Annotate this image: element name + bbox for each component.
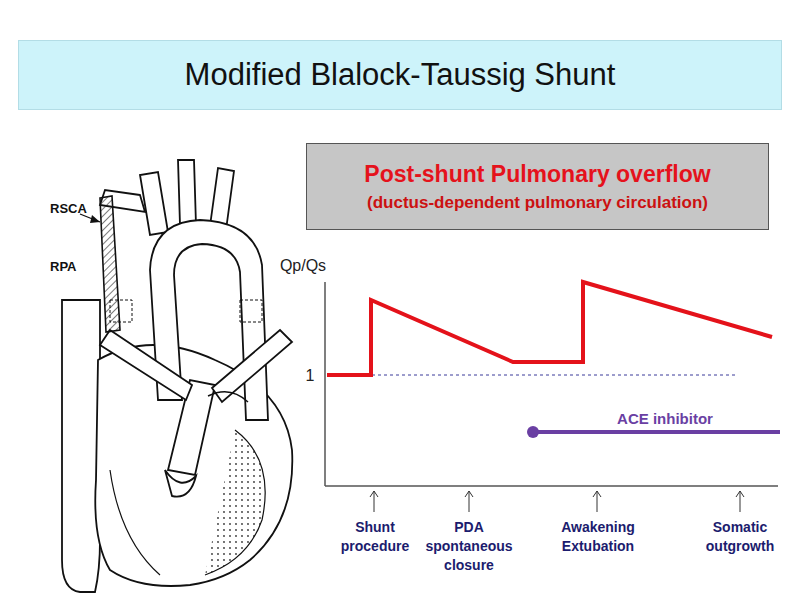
y-axis: [324, 282, 326, 486]
box-subheading: (ductus-dependent pulmonary circulation): [307, 192, 768, 214]
event-label: PDA spontaneous closure: [418, 518, 520, 575]
slide-title: Modified Blalock-Taussig Shunt: [19, 41, 781, 109]
carotid-artery: [178, 160, 196, 225]
right-pulmonary-artery: [100, 330, 192, 400]
event-arrow: [469, 491, 470, 512]
reference-line: [372, 375, 736, 376]
leader-head: [90, 215, 100, 223]
event-label: Somatic outgrowth: [695, 518, 785, 556]
heading-box: Post-shunt Pulmonary overflow (ductus-dep…: [306, 143, 769, 230]
event-arrow-head: [465, 491, 473, 497]
event-arrow: [597, 491, 598, 512]
ace-inhibitor-bar: [533, 430, 780, 434]
part-label: RPA: [50, 257, 110, 276]
qp-qs-curve: [327, 282, 772, 375]
axis-label: Qp/Qs: [268, 256, 338, 275]
x-axis: [325, 485, 778, 487]
axis-tick: 1: [300, 366, 320, 385]
anastomosis: [110, 300, 132, 322]
box-heading: Post-shunt Pulmonary overflow: [307, 160, 768, 188]
vena-cava: [62, 300, 100, 592]
event-arrow: [740, 491, 741, 512]
anastomosis: [240, 300, 262, 322]
therapy-label: ACE inhibitor: [590, 409, 740, 428]
title-band: Modified Blalock-Taussig Shunt: [18, 40, 782, 110]
event-label: Shunt procedure: [334, 518, 416, 556]
heart-illustration: [62, 160, 292, 592]
brachiocephalic-artery: [140, 172, 168, 235]
ventricle-wall: [205, 430, 265, 575]
atrial-wall: [110, 470, 160, 575]
ace-inhibitor-start: [527, 426, 539, 438]
part-label: RSCA: [50, 199, 110, 218]
ductus: [208, 392, 248, 402]
event-arrow: [374, 491, 375, 512]
event-arrow-head: [593, 491, 601, 497]
valve: [165, 470, 196, 497]
event-arrow-head: [736, 491, 744, 497]
event-arrow-head: [370, 491, 378, 497]
pulmonary-trunk: [168, 380, 215, 475]
event-arrows: [370, 491, 744, 512]
event-label: Awakening Extubation: [548, 518, 648, 556]
